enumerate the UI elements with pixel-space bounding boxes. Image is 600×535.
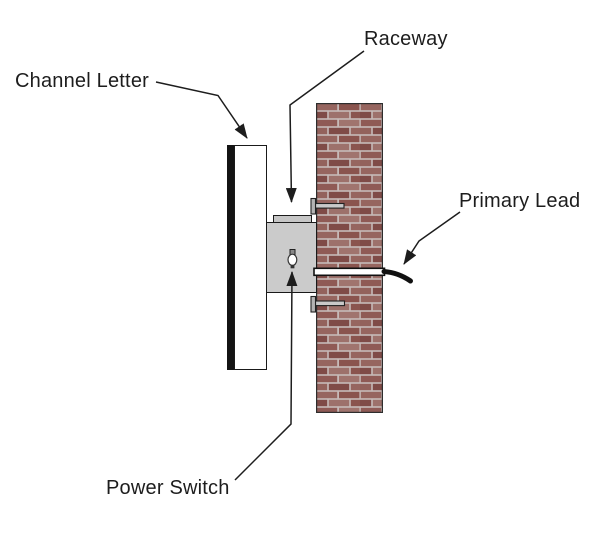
power-switch-icon bbox=[287, 249, 298, 269]
brick-wall bbox=[316, 103, 383, 413]
channel-letter-face-bar bbox=[227, 145, 234, 370]
raceway-leader-line bbox=[285, 50, 365, 203]
mounting-bolt-top bbox=[310, 197, 345, 215]
power-switch-label: Power Switch bbox=[106, 477, 230, 499]
channel-letter-leader-line bbox=[155, 81, 248, 139]
raceway-label: Raceway bbox=[364, 28, 448, 50]
channel-letter-label: Channel Letter bbox=[15, 70, 150, 92]
primary-lead-label: Primary Lead bbox=[459, 190, 581, 212]
primary-lead-leader-line bbox=[403, 211, 461, 265]
primary-lead-wire bbox=[381, 269, 413, 284]
channel-letter-return bbox=[234, 145, 267, 370]
mounting-bolt-bottom bbox=[310, 295, 346, 313]
primary-lead-conduit bbox=[313, 267, 386, 277]
brick-wall-outline bbox=[316, 103, 383, 413]
power-switch-leader-line bbox=[234, 271, 298, 481]
